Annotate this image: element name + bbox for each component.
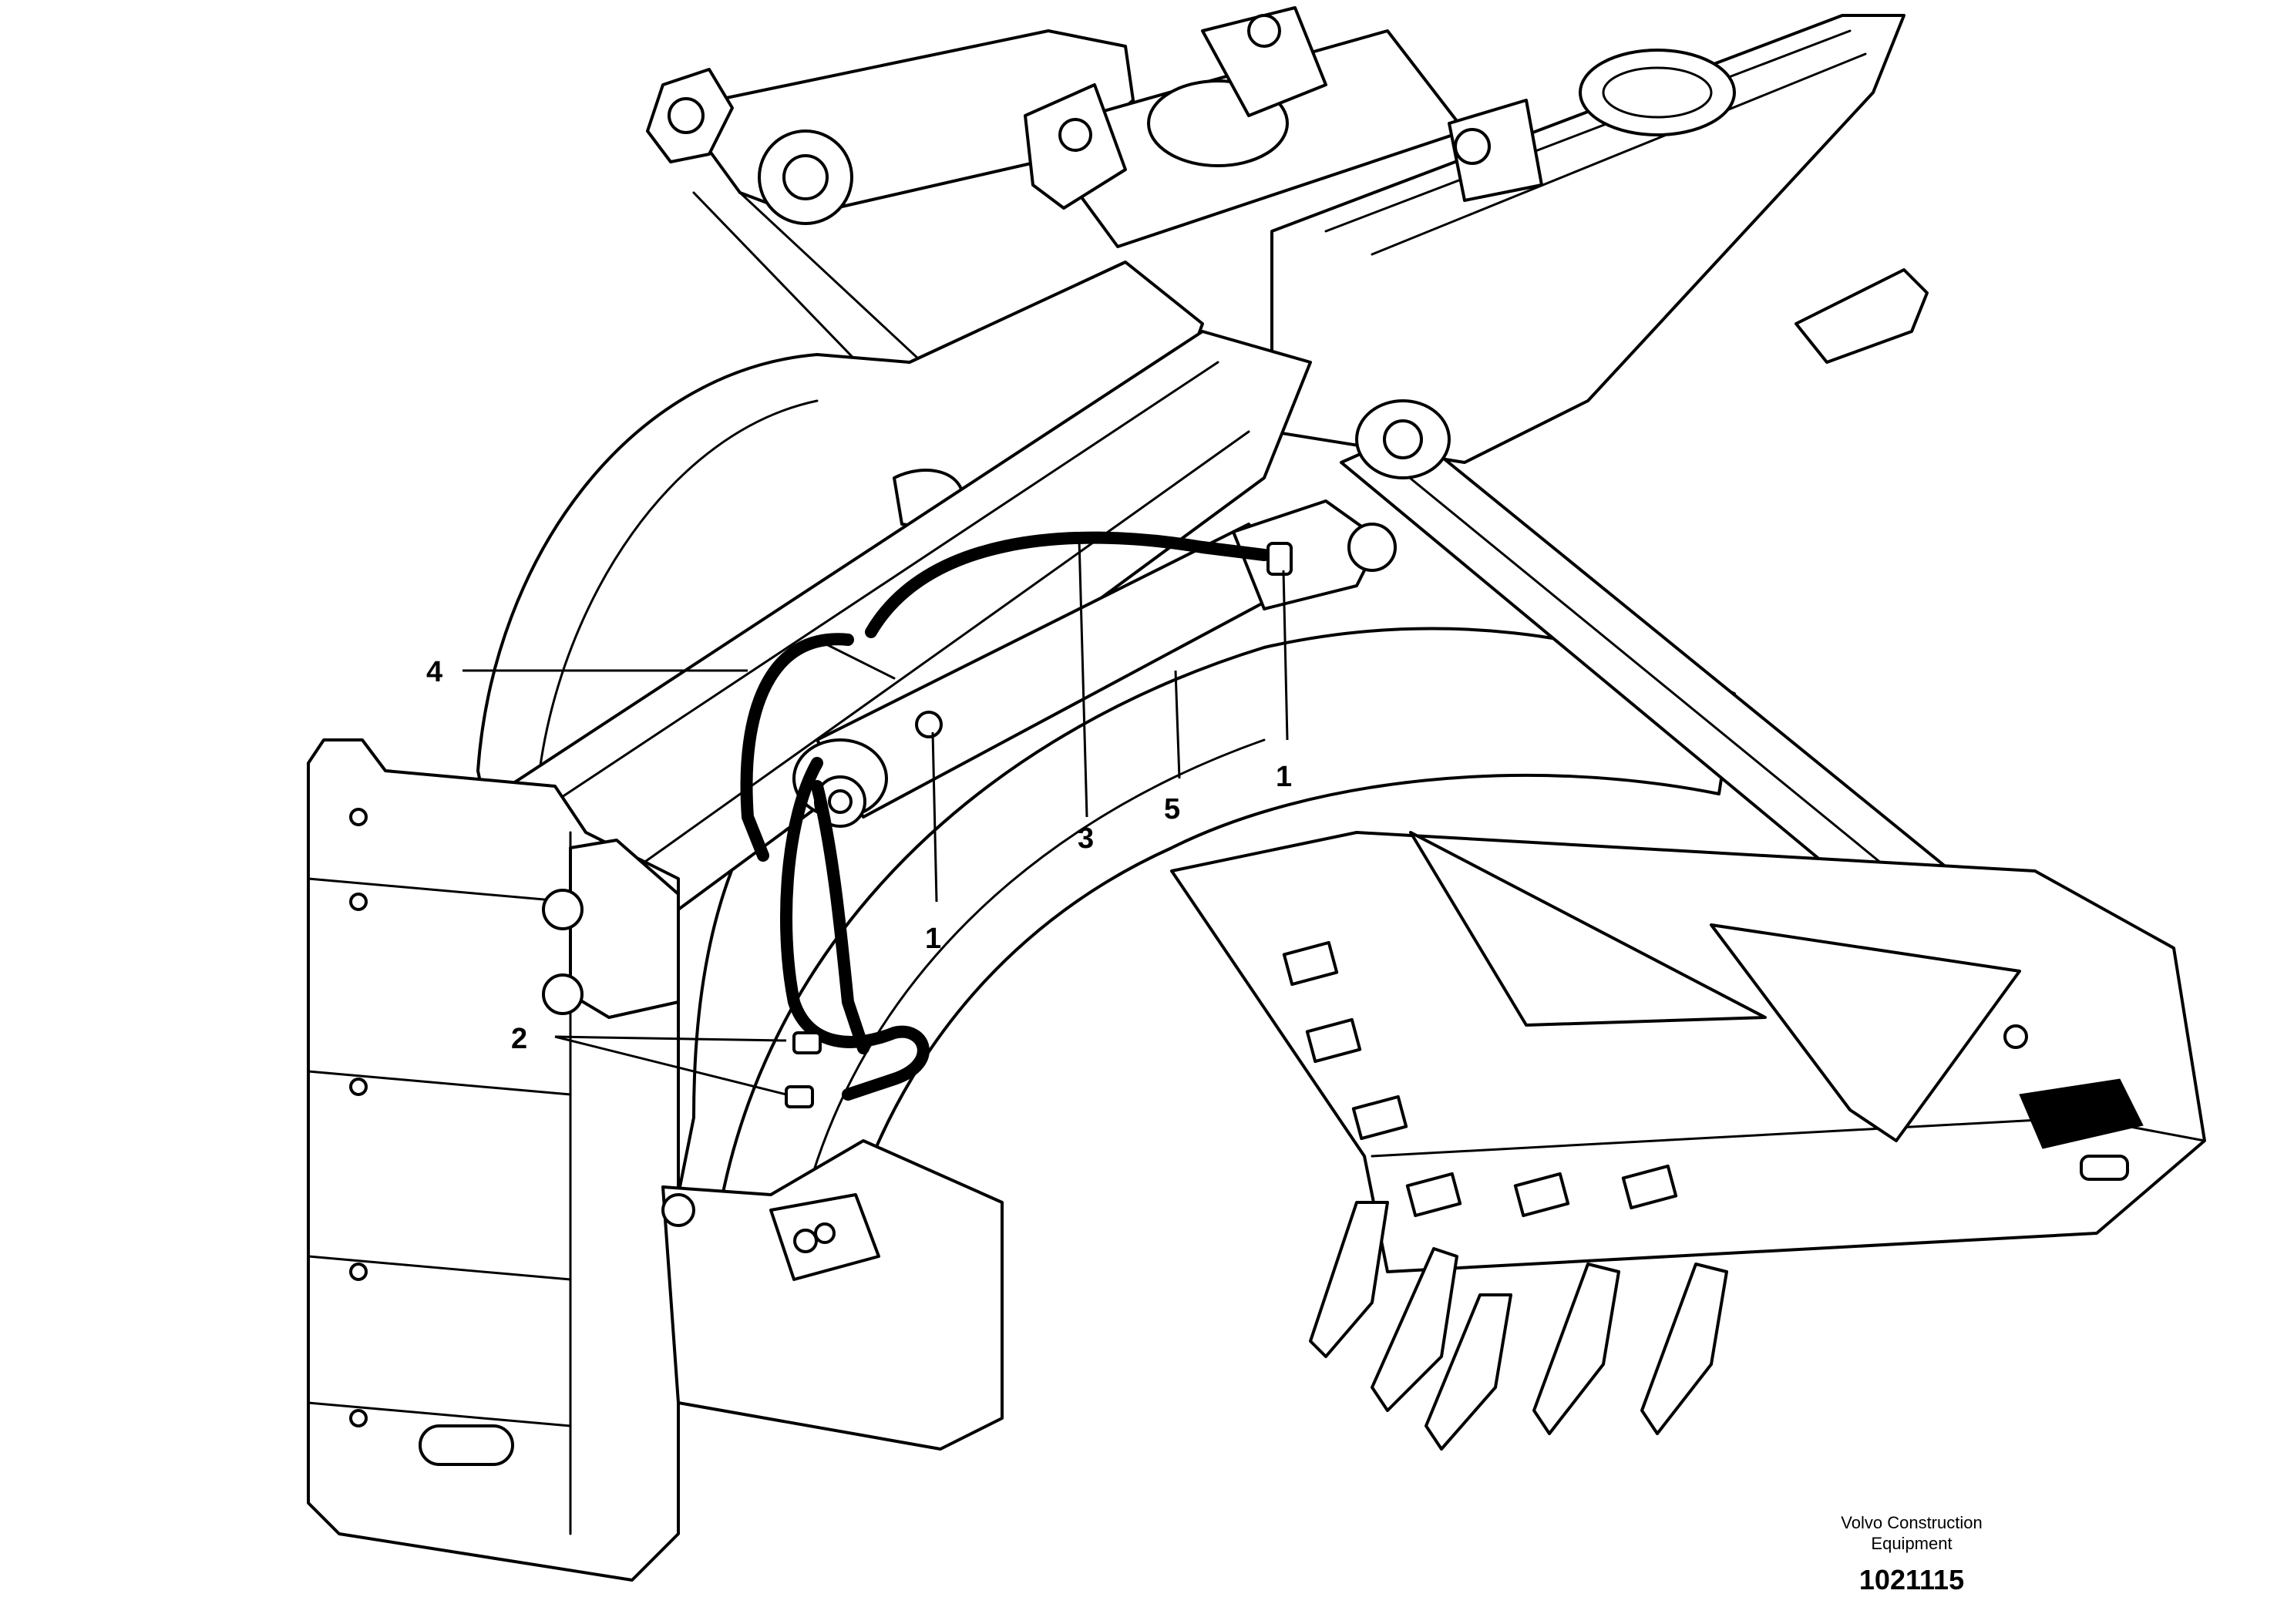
fitting-middle: [915, 711, 943, 738]
callout-1-left: 1: [925, 923, 941, 955]
ripper-teeth: [1309, 1201, 1728, 1451]
fitting-upper: [1266, 542, 1293, 576]
upper-cross-tube: [1024, 6, 1543, 248]
main-frame: [1270, 14, 1929, 464]
credit-block: Volvo Construction Equipment 1021115: [1841, 1513, 1982, 1595]
callout-labels: 4 3 5 1 1 2: [426, 656, 1292, 1055]
callout-leaders: [462, 539, 1289, 1096]
credit-line-2: Equipment: [1871, 1534, 1952, 1553]
document-number: 1021115: [1859, 1564, 1964, 1595]
callout-3: 3: [1078, 822, 1094, 855]
hose-3: [865, 531, 1209, 638]
fitting-lower-b: [785, 1085, 814, 1108]
fitting-strut: [2003, 1024, 2028, 1049]
fitting-lower-a: [792, 1031, 822, 1054]
hose-assemblies: [740, 531, 2028, 1108]
callout-2: 2: [511, 1023, 527, 1055]
callout-4: 4: [426, 656, 442, 688]
lower-frame: [661, 1139, 1004, 1451]
counterweight-plate: [307, 738, 680, 1582]
callout-1-right: 1: [1276, 761, 1292, 793]
hose-lower-b: [811, 780, 870, 1054]
credit-line-1: Volvo Construction: [1841, 1513, 1982, 1532]
callout-5: 5: [1164, 793, 1180, 825]
ripper-toolbar: [1170, 831, 2206, 1273]
